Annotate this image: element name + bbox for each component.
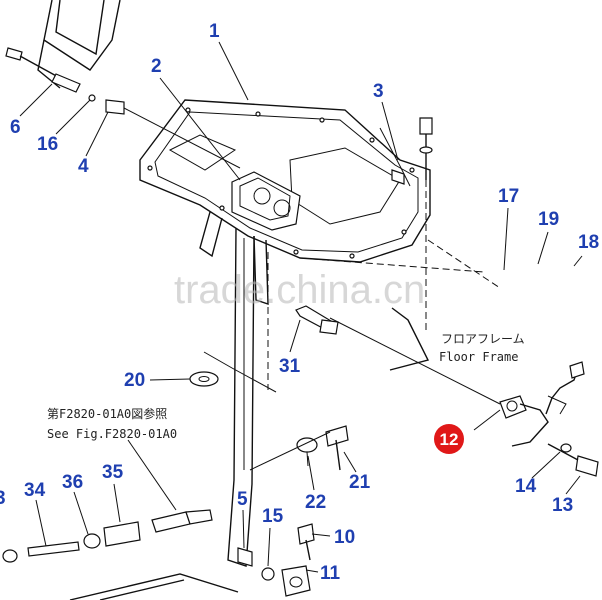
label-part-36: 36 <box>62 472 83 493</box>
label-part-20: 20 <box>124 370 145 391</box>
note-floor-frame-en: Floor Frame <box>439 350 518 364</box>
note-see-fig-en: See Fig.F2820-01A0 <box>47 427 177 441</box>
switch-12-shape <box>329 317 585 447</box>
highlight-badge-12: 12 <box>434 424 464 454</box>
nut-22-shape <box>296 437 318 467</box>
ring-15-shape <box>261 567 275 581</box>
label-part-10: 10 <box>334 527 355 548</box>
bushing-4-shape <box>105 99 125 115</box>
part-labels: 1 2 3 4 6 16 17 19 18 20 31 14 13 21 22 … <box>0 21 599 584</box>
label-part-3: 3 <box>373 81 384 102</box>
label-part-16: 16 <box>37 134 58 155</box>
label-part-11: 11 <box>320 563 341 584</box>
bolt-13-shape <box>547 443 599 477</box>
label-part-2: 2 <box>151 56 162 77</box>
label-leaders <box>19 41 583 573</box>
label-part-4: 4 <box>78 156 89 177</box>
floor-plate-1 <box>139 99 431 263</box>
note-see-fig-jp: 第F2820-01A0図参照 <box>47 406 167 421</box>
rod-assembly <box>2 439 213 563</box>
label-part-13: 13 <box>552 495 573 516</box>
bolt-31-shape <box>295 305 339 335</box>
pedal-pad <box>37 0 121 89</box>
label-part-21: 21 <box>349 472 371 493</box>
note-floor-frame-jp: フロアフレーム <box>441 332 525 346</box>
label-part-1: 1 <box>209 21 220 42</box>
label-part-14: 14 <box>515 476 537 497</box>
bolt-10-shape <box>297 523 315 561</box>
label-part-18: 18 <box>578 232 599 253</box>
label-part-12: 12 <box>440 430 459 449</box>
label-part-35: 35 <box>102 462 124 483</box>
label-part-15: 15 <box>262 506 284 527</box>
bolt-21-shape <box>325 425 349 471</box>
label-part-6: 6 <box>10 117 21 138</box>
label-part-31: 31 <box>279 356 301 377</box>
label-part-34: 34 <box>24 480 46 501</box>
label-part-22: 22 <box>305 492 326 513</box>
pedal-arm <box>199 211 269 567</box>
label-part-19: 19 <box>538 209 559 230</box>
label-part-17: 17 <box>498 186 519 207</box>
watermark: trade.china.cn <box>174 268 425 312</box>
bolt-3-shape <box>379 117 433 187</box>
pin-16-shape <box>88 94 96 102</box>
bolt-6-shape <box>5 47 81 93</box>
block-11-shape <box>281 565 311 597</box>
highlight-circle <box>434 424 464 454</box>
label-part-5: 5 <box>237 489 248 510</box>
washer-20-shape <box>189 371 219 387</box>
bracket-2 <box>231 171 301 231</box>
label-part-cut: 3 <box>0 488 6 509</box>
